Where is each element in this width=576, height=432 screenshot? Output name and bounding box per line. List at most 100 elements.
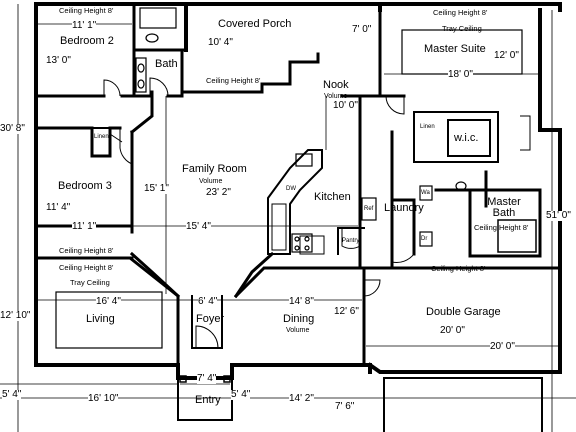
foyer-wall <box>191 295 223 349</box>
bathtub <box>139 7 177 29</box>
bedroom2-label: Bedroom 2 <box>60 35 114 47</box>
dim-bed3-d: 11' 4" <box>46 202 71 213</box>
door-bath <box>149 77 169 97</box>
refrigerator <box>361 197 377 221</box>
hall-wall <box>34 126 122 158</box>
door-laundry <box>391 240 415 263</box>
dim-overall-left: 30' 8" <box>0 123 25 134</box>
linen-right-label: Linen <box>420 124 435 130</box>
burner-2 <box>304 236 310 242</box>
front-door <box>195 325 219 349</box>
dim-bottom-main: 16' 10" <box>88 393 119 404</box>
bedroom3-label: Bedroom 3 <box>58 180 112 192</box>
dryer <box>419 231 433 247</box>
dim-front-left: 12' 10" <box>0 310 31 321</box>
garage-ceiling: Ceiling Height 8' <box>431 264 486 273</box>
washer-label: Wa <box>421 190 430 196</box>
bath-sink-1 <box>137 63 145 73</box>
kitchen-island <box>267 149 323 255</box>
hall-ceiling: Ceiling Height 8' <box>206 76 261 85</box>
double-garage-label: Double Garage <box>426 306 501 318</box>
burner-3 <box>294 245 300 251</box>
dim-bed3-w: 11' 1" <box>72 221 97 232</box>
door-pantry <box>341 228 361 249</box>
family-volume-label: Volume <box>199 178 223 185</box>
bath-label: Bath <box>155 58 178 70</box>
laundry-label: Laundry <box>384 202 424 214</box>
dim-porch-w: 7' 0" <box>352 24 372 35</box>
living-tray-ceiling-label: Tray Ceiling <box>70 278 110 287</box>
dim-foyer-w: 6' 4" <box>198 296 218 307</box>
tub <box>497 219 537 253</box>
living-label: Living <box>86 313 115 325</box>
dining-volume-label: Volume <box>286 327 310 334</box>
foyer-label: Foyer <box>196 313 225 325</box>
burner-4 <box>304 245 310 251</box>
dim-dining-w: 14' 8" <box>289 296 314 307</box>
living-tray-ceiling <box>55 291 163 349</box>
dim-family-w: 23' 2" <box>206 187 231 198</box>
dim-overall-right: 51' 0" <box>546 210 571 221</box>
master-suite-label: Master Suite <box>424 43 486 55</box>
kitchen-sink <box>295 153 313 167</box>
dim-bottom-right2: 7' 6" <box>335 401 355 412</box>
dim-bottom-right: 14' 2" <box>289 393 314 404</box>
dim-master-d: 12' 0" <box>494 50 519 61</box>
family-room-wall <box>129 90 275 299</box>
dim-nook: 10' 0" <box>333 100 358 111</box>
master-bath-label-1: Master Bath <box>484 197 524 219</box>
entry-columns <box>179 375 231 383</box>
linen-left-label: Linen <box>94 134 109 140</box>
master-bath-wall <box>468 188 542 258</box>
master-tray-ceiling-label: Tray Ceiling <box>442 24 482 33</box>
porch-wall <box>180 48 320 94</box>
dim-family-bottom: 15' 4" <box>186 221 211 232</box>
laundry-wall <box>390 130 542 270</box>
door-garage <box>363 279 381 297</box>
kitchen-wall <box>340 94 390 270</box>
range <box>291 233 313 253</box>
burner-1 <box>294 236 300 242</box>
pantry-label: Pantry <box>342 238 360 244</box>
bath-sink-2 <box>137 79 145 89</box>
dim-porch-d: 10' 4" <box>208 37 233 48</box>
master-wall-left <box>378 8 406 98</box>
wic-label: w.i.c. <box>454 132 479 144</box>
bath-vanity <box>135 57 147 93</box>
door-master <box>385 95 405 115</box>
bedroom2-ceiling: Ceiling Height 8' <box>59 6 114 15</box>
nook-label: Nook <box>323 79 349 91</box>
family-room-label: Family Room <box>182 163 247 175</box>
garage-front-wall <box>367 362 562 374</box>
entry-label: Entry <box>195 394 221 406</box>
dishwasher-label: DW <box>286 186 296 192</box>
dim-entry-side: 5' 4" <box>231 389 251 400</box>
wic-wall <box>413 111 499 163</box>
dim-dining-d: 12' 6" <box>334 306 359 317</box>
master-bath-ceiling: Ceiling Height 8' <box>474 223 529 232</box>
bedroom3-ceiling: Ceiling Height 8' <box>59 246 114 255</box>
kitchen-label: Kitchen <box>314 191 351 203</box>
master-toilet <box>455 181 467 191</box>
dim-family-d: 15' 1" <box>144 183 169 194</box>
garage-door <box>383 377 543 432</box>
bath-toilet <box>145 33 159 43</box>
dryer-label: Dr <box>421 236 428 242</box>
bedroom2-wall <box>34 2 136 98</box>
dining-label: Dining <box>283 313 315 325</box>
dim-bed2-d: 13' 0" <box>46 55 71 66</box>
living-ceiling: Ceiling Height 8' <box>59 263 114 272</box>
dim-entry-w: 7' 4" <box>197 373 217 384</box>
door-bedroom2 <box>103 79 121 97</box>
dining-wall <box>233 266 366 367</box>
dim-bed2-w: 11' 1" <box>72 20 97 31</box>
dim-garage-w: 20' 0" <box>440 325 465 336</box>
washer <box>419 185 433 201</box>
door-linen-left <box>109 133 123 143</box>
exterior-wall-top <box>34 2 562 52</box>
door-bedroom3 <box>119 128 133 165</box>
covered-porch-label: Covered Porch <box>218 18 292 30</box>
dim-master-w: 18' 0" <box>448 69 473 80</box>
master-ceiling: Ceiling Height 8' <box>433 8 488 17</box>
